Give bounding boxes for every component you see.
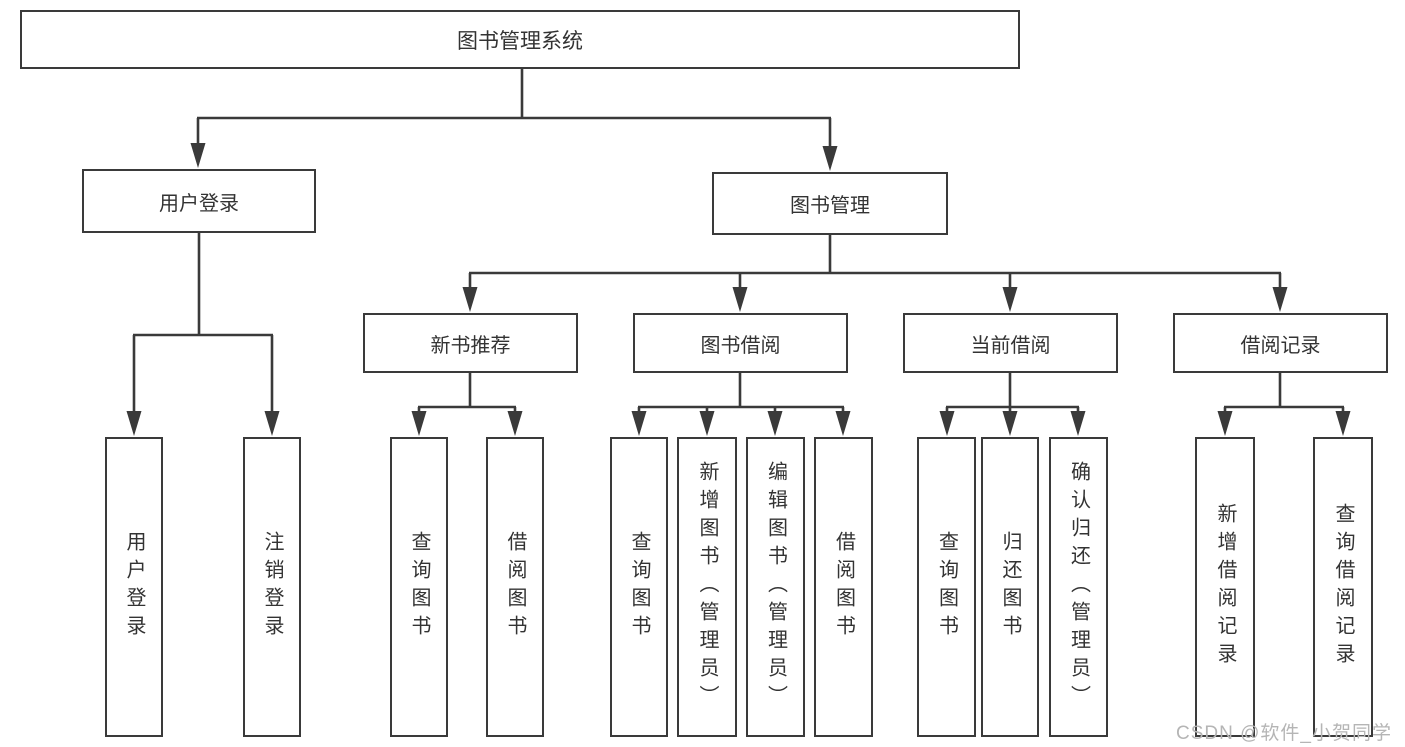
leaf-nbr-query-books: 查询图书: [390, 437, 448, 737]
leaf-cb-query-books: 查询图书: [917, 437, 976, 737]
arrow-down-icons: [126, 143, 1351, 436]
connector-root-to-level1: [196, 67, 832, 149]
leaf-cb-return-books-label: 归还图书: [999, 531, 1021, 643]
connector-management-to-modules: [468, 234, 1282, 290]
leaf-bb-add-books-admin-label: 新增图书（管理员）: [696, 461, 718, 713]
connector-borrow-to-leaves: [637, 372, 845, 414]
connector-current-to-leaves: [945, 372, 1080, 414]
leaf-bb-edit-books-admin-label: 编辑图书（管理员）: [764, 461, 787, 713]
node-book-management: 图书管理: [712, 172, 948, 235]
leaf-cb-confirm-return-admin: 确认归还（管理员）: [1049, 437, 1108, 737]
leaf-nbr-borrow-books: 借阅图书: [486, 437, 544, 737]
leaf-cb-return-books: 归还图书: [981, 437, 1039, 737]
node-borrowing-records: 借阅记录: [1173, 313, 1388, 373]
leaf-bb-query-books-label: 查询图书: [628, 531, 650, 643]
leaf-bb-borrow-books-label: 借阅图书: [832, 531, 855, 643]
leaf-nbr-query-books-label: 查询图书: [408, 531, 430, 643]
connector-login-to-leaves: [132, 232, 274, 414]
leaf-bb-edit-books-admin: 编辑图书（管理员）: [746, 437, 805, 737]
connector-records-to-leaves: [1223, 372, 1345, 414]
node-book-borrowing: 图书借阅: [633, 313, 848, 373]
node-user-login: 用户登录: [82, 169, 316, 233]
csdn-watermark: CSDN @软件_小贺同学: [1176, 723, 1392, 744]
leaf-bb-add-books-admin: 新增图书（管理员）: [677, 437, 737, 737]
leaf-br-query-record: 查询借阅记录: [1313, 437, 1373, 737]
connector-newbook-to-leaves: [417, 372, 517, 414]
leaf-cb-query-books-label: 查询图书: [935, 531, 958, 643]
leaf-user-login-label: 用户登录: [123, 531, 145, 643]
leaf-bb-query-books: 查询图书: [610, 437, 668, 737]
node-new-book-recommendation: 新书推荐: [363, 313, 578, 373]
leaf-user-login: 用户登录: [105, 437, 163, 737]
leaf-br-query-record-label: 查询借阅记录: [1332, 503, 1354, 671]
leaf-bb-borrow-books: 借阅图书: [814, 437, 873, 737]
node-current-borrowing: 当前借阅: [903, 313, 1118, 373]
node-library-management-system: 图书管理系统: [20, 10, 1020, 69]
leaf-br-add-record: 新增借阅记录: [1195, 437, 1255, 737]
leaf-nbr-borrow-books-label: 借阅图书: [504, 531, 526, 643]
leaf-logout: 注销登录: [243, 437, 301, 737]
leaf-cb-confirm-return-admin-label: 确认归还（管理员）: [1067, 461, 1090, 713]
leaf-logout-label: 注销登录: [261, 531, 283, 643]
leaf-br-add-record-label: 新增借阅记录: [1214, 503, 1236, 671]
